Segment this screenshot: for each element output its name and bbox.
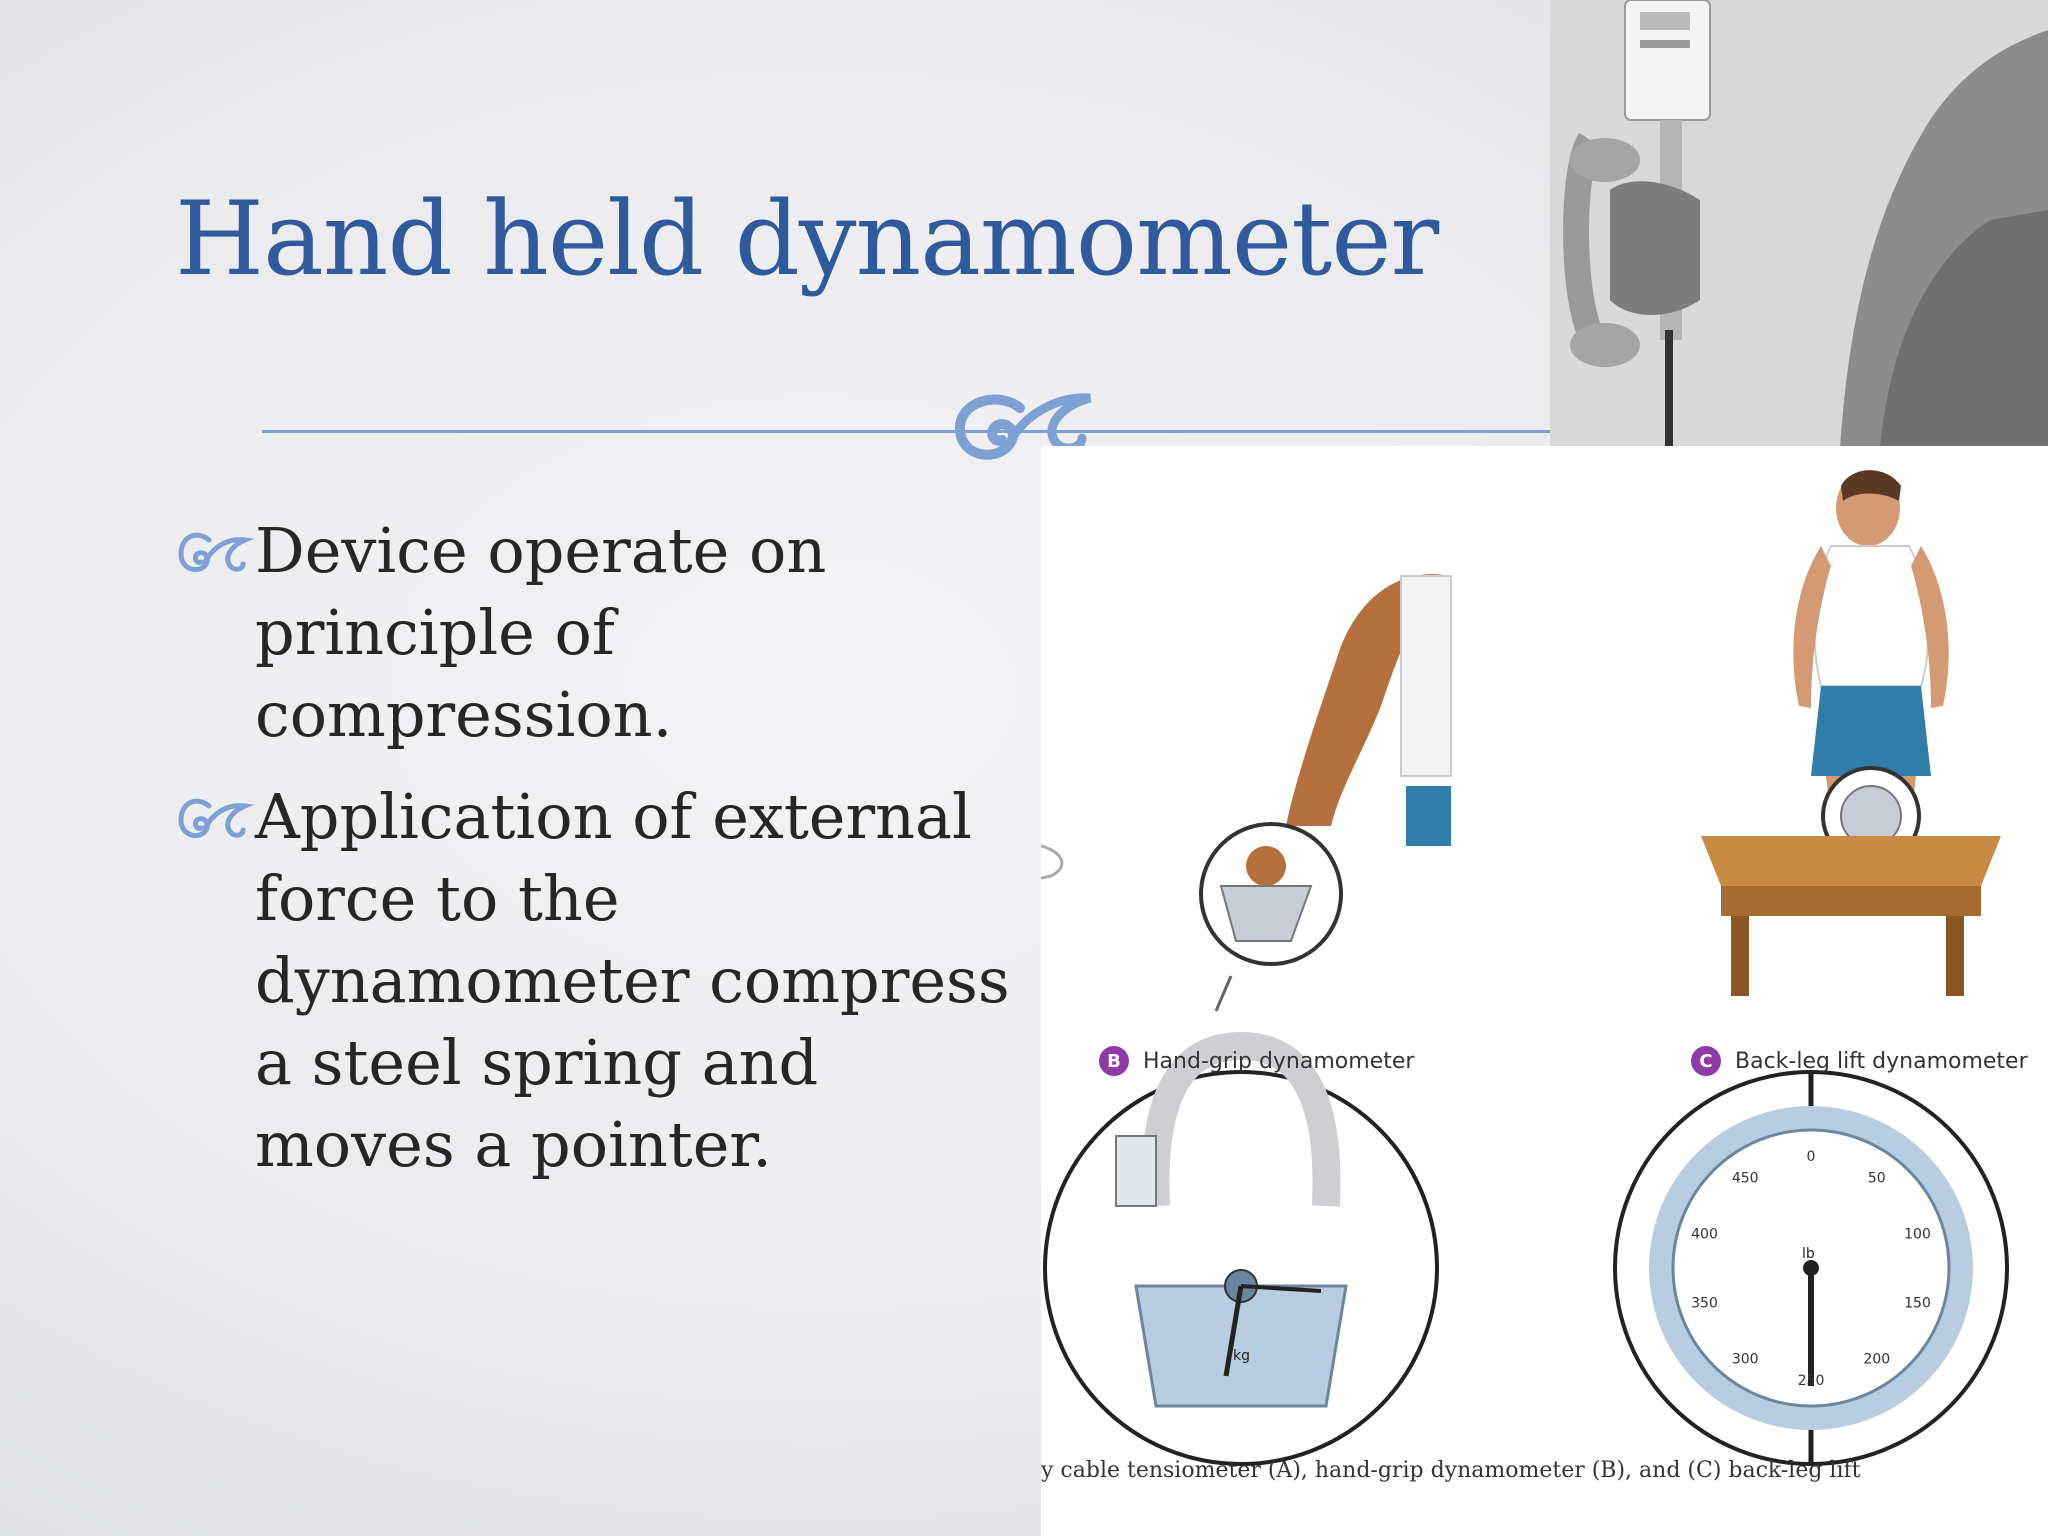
dynamometer-photo <box>1550 0 2048 448</box>
dial-tick-label: 250 <box>1798 1373 1825 1389</box>
dial-tick-label: 50 <box>1868 1170 1886 1186</box>
flourish-bullet-icon <box>178 798 255 838</box>
dial-tick-label: 100 <box>1904 1226 1931 1242</box>
bullet-text: Application of external force to the dyn… <box>255 780 1010 1181</box>
bullet-text: Device operate on principle of compressi… <box>255 514 827 751</box>
figure-label-c: C Back-leg lift dynamometer <box>1691 1046 2028 1076</box>
figure-badge-c: C <box>1691 1046 1721 1076</box>
dial-tick-label: 400 <box>1691 1226 1718 1242</box>
dynamometer-illustration-panel: 0 50 100 150 200 250 300 350 400 450 B Hand-grip … <box>1041 446 2048 1536</box>
grip-gauge-unit: kg <box>1233 1348 1250 1364</box>
dynamometer-figures: 0 50 100 150 200 250 300 350 400 450 <box>1041 470 2009 1466</box>
dial-tick-label: 0 <box>1807 1149 1816 1165</box>
dial-tick-labels: 0 50 100 150 200 250 300 350 400 450 <box>1691 1149 1931 1389</box>
figure-label-b-text: Hand-grip dynamometer <box>1143 1048 1415 1074</box>
figure-badge-b: B <box>1099 1046 1129 1076</box>
figure-caption: y cable tensiometer (A), hand-grip dynam… <box>1041 1458 1861 1483</box>
title-divider-line <box>262 430 1552 433</box>
list-item: Application of external force to the dyn… <box>175 776 1035 1186</box>
dial-tick-label: 200 <box>1863 1352 1890 1368</box>
hand-grip-photo-illustration <box>1550 0 2048 448</box>
dial-tick-label: 150 <box>1904 1296 1931 1312</box>
dial-tick-label: 450 <box>1732 1170 1759 1186</box>
dial-tick-label: 350 <box>1691 1296 1718 1312</box>
slide-title: Hand held dynamometer <box>175 180 1439 299</box>
dial-unit-label: lb <box>1802 1246 1815 1262</box>
figure-label-b: B Hand-grip dynamometer <box>1099 1046 1414 1076</box>
bullet-list: Device operate on principle of compressi… <box>175 510 1035 1206</box>
dial-tick-label: 300 <box>1732 1352 1759 1368</box>
flourish-bullet-icon <box>178 532 255 572</box>
list-item: Device operate on principle of compressi… <box>175 510 1035 756</box>
figure-label-c-text: Back-leg lift dynamometer <box>1735 1048 2028 1074</box>
